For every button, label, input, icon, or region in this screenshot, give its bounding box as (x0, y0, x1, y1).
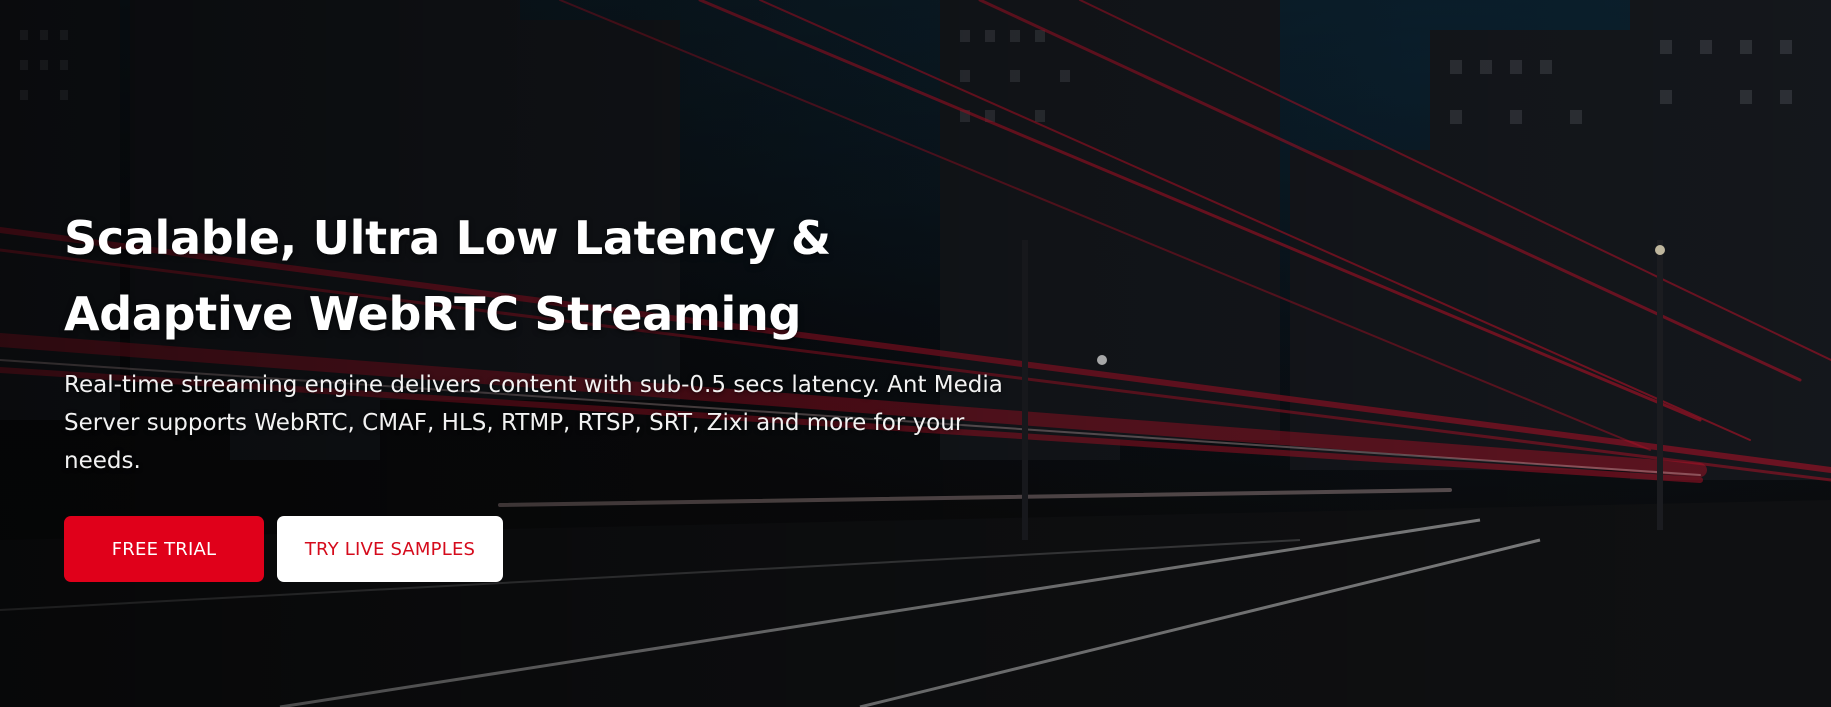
try-live-samples-button[interactable]: TRY LIVE SAMPLES (277, 516, 503, 582)
hero-headline-line-2: Adaptive WebRTC Streaming (64, 287, 802, 341)
hero-content: Scalable, Ultra Low Latency & Adaptive W… (64, 200, 1044, 582)
hero-buttons: FREE TRIAL TRY LIVE SAMPLES (64, 516, 1044, 582)
hero-description: Real-time streaming engine delivers cont… (64, 372, 1003, 474)
hero-headline-line-1: Scalable, Ultra Low Latency & (64, 211, 831, 265)
hero-headline: Scalable, Ultra Low Latency & Adaptive W… (64, 200, 1044, 352)
free-trial-button[interactable]: FREE TRIAL (64, 516, 264, 582)
